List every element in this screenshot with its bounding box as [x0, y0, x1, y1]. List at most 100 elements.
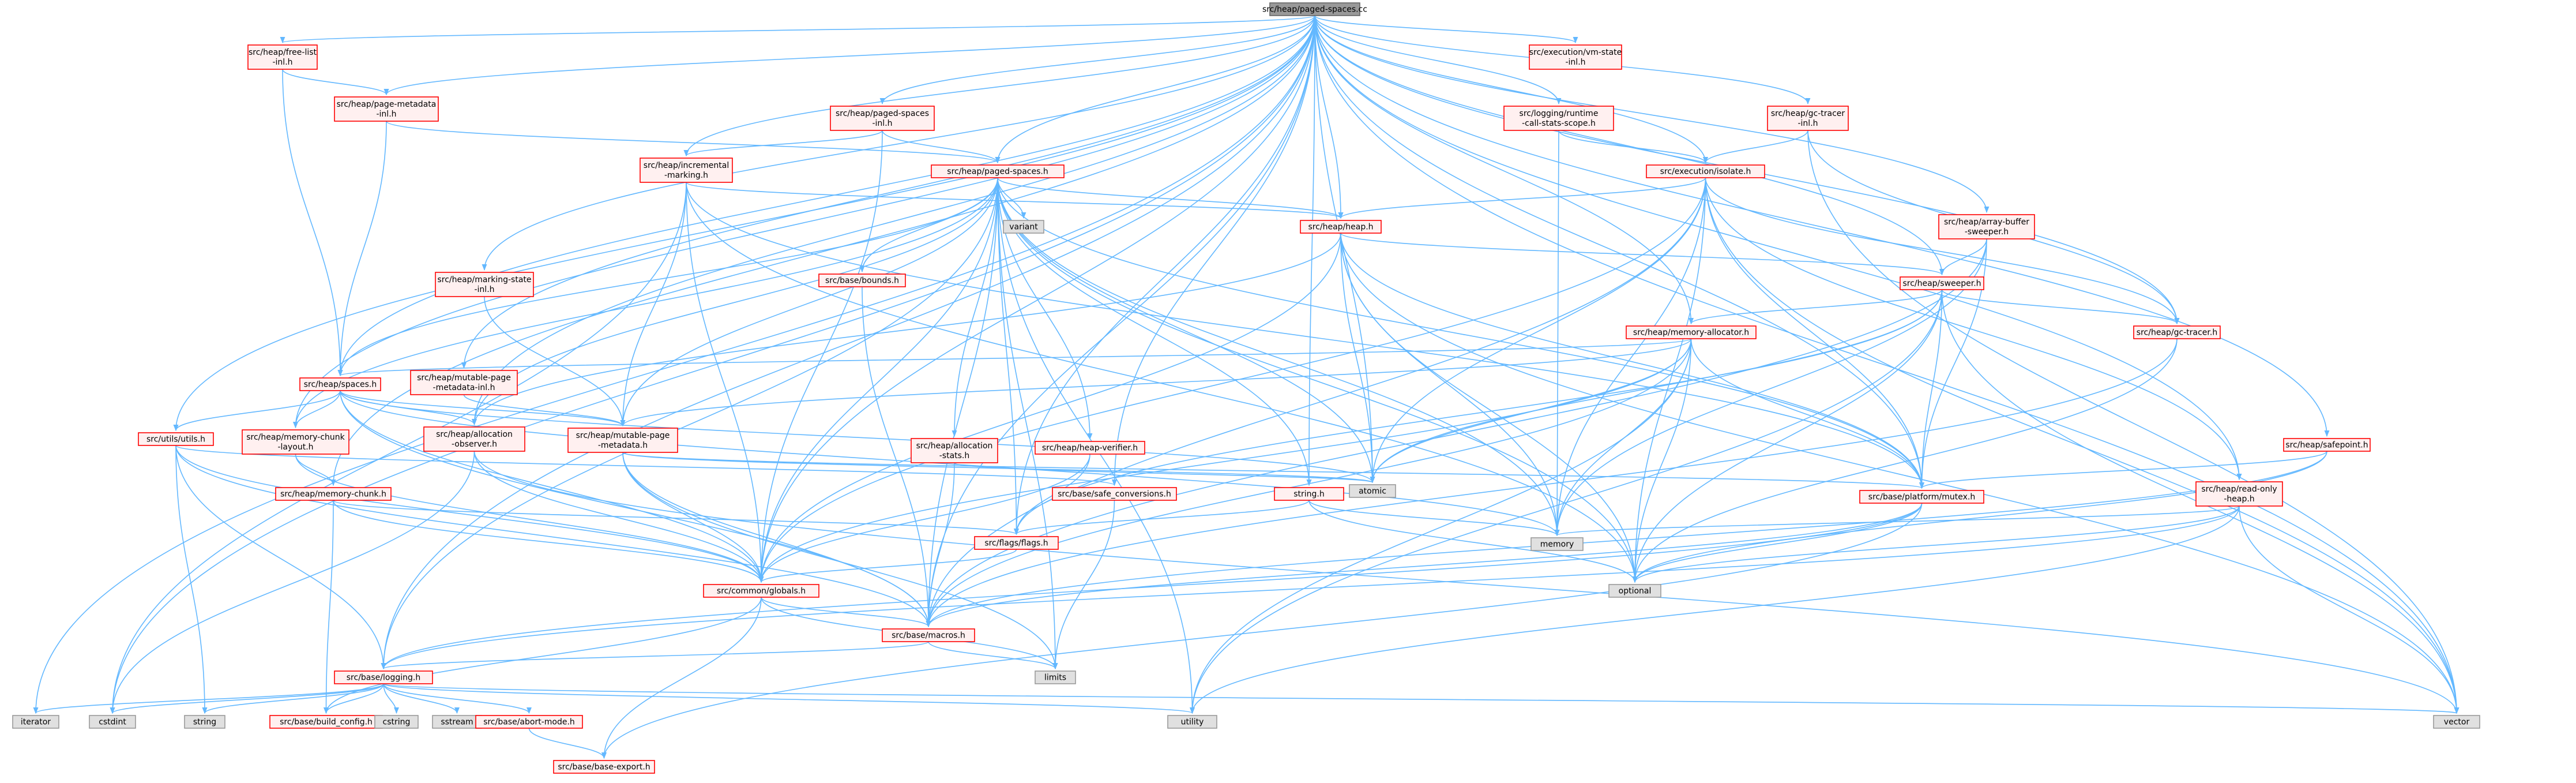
node-box-heap_h[interactable]	[1300, 220, 1382, 234]
node-box-mutable_page_meta_inl[interactable]	[410, 370, 518, 395]
node-box-pagedspaces_h[interactable]	[931, 164, 1065, 178]
node-memory[interactable]: memory	[1530, 537, 1584, 551]
edge-mutable_page_meta-to-macros	[622, 452, 931, 628]
node-macros[interactable]: src/base/macros.h	[882, 628, 975, 642]
node-pagemeta_inl[interactable]: src/heap/page-metadata-inl.h	[334, 96, 439, 122]
node-abort_mode[interactable]: src/base/abort-mode.h	[475, 715, 583, 729]
node-cstring[interactable]: cstring	[374, 715, 419, 729]
node-string_h[interactable]: string.h	[1274, 487, 1344, 501]
node-marking_state_inl[interactable]: src/heap/marking-state-inl.h	[435, 272, 534, 297]
node-globals[interactable]: src/common/globals.h	[703, 584, 819, 598]
node-sstream[interactable]: sstream	[432, 715, 482, 729]
node-spaces[interactable]: src/heap/spaces.h	[299, 377, 381, 391]
node-utils[interactable]: src/utils/utils.h	[138, 432, 214, 446]
node-box-string_h[interactable]	[1274, 487, 1344, 501]
node-freelist_inl[interactable]: src/heap/free-list-inl.h	[247, 44, 318, 70]
node-heap_h[interactable]: src/heap/heap.h	[1300, 220, 1382, 234]
node-allocation_stats[interactable]: src/heap/allocation-stats.h	[911, 438, 998, 463]
node-box-platform_mutex[interactable]	[1859, 490, 1984, 504]
node-box-iterator[interactable]	[12, 715, 59, 729]
node-cstdint[interactable]: cstdint	[89, 715, 136, 729]
node-flags[interactable]: src/flags/flags.h	[974, 536, 1059, 550]
node-box-optional[interactable]	[1608, 584, 1661, 598]
node-box-pagedspaces_inl[interactable]	[830, 106, 935, 131]
node-heap_verifier[interactable]: src/heap/heap-verifier.h	[1035, 441, 1145, 455]
node-limits[interactable]: limits	[1035, 670, 1076, 684]
node-sweeper[interactable]: src/heap/sweeper.h	[1900, 276, 1984, 290]
node-variant[interactable]: variant	[1003, 220, 1044, 234]
node-box-marking_state_inl[interactable]	[435, 272, 534, 297]
node-logging[interactable]: src/base/logging.h	[334, 670, 433, 684]
node-vmstate_inl[interactable]: src/execution/vm-state-inl.h	[1529, 44, 1622, 70]
node-box-runtime_call_stats[interactable]	[1503, 106, 1614, 131]
node-box-spaces[interactable]	[299, 377, 381, 391]
node-box-gc_tracer[interactable]	[2133, 325, 2221, 339]
node-box-cstdint[interactable]	[89, 715, 136, 729]
edge-spaces-to-allocation_observer	[340, 390, 477, 426]
node-gctracer_inl[interactable]: src/heap/gc-tracer-inl.h	[1767, 106, 1849, 131]
node-string[interactable]: string	[184, 715, 225, 729]
node-build_config[interactable]: src/base/build_config.h	[269, 715, 383, 729]
node-box-memory[interactable]	[1530, 537, 1584, 551]
node-box-freelist_inl[interactable]	[247, 44, 318, 70]
node-bounds[interactable]: src/base/bounds.h	[818, 274, 906, 287]
node-runtime_call_stats[interactable]: src/logging/runtime-call-stats-scope.h	[1503, 106, 1614, 131]
node-utility[interactable]: utility	[1167, 715, 1217, 729]
node-iterator[interactable]: iterator	[12, 715, 59, 729]
node-gc_tracer[interactable]: src/heap/gc-tracer.h	[2133, 325, 2221, 339]
node-incremental_marking[interactable]: src/heap/incremental-marking.h	[640, 158, 733, 183]
node-box-sweeper[interactable]	[1900, 276, 1984, 290]
node-read_only_heap[interactable]: src/heap/read-only-heap.h	[2195, 481, 2283, 507]
node-box-allocation_stats[interactable]	[911, 438, 998, 463]
node-box-limits[interactable]	[1035, 670, 1076, 684]
node-box-globals[interactable]	[703, 584, 819, 598]
node-box-gctracer_inl[interactable]	[1767, 106, 1849, 131]
node-box-atomic[interactable]	[1349, 484, 1396, 498]
node-box-array_buffer_sweeper[interactable]	[1938, 214, 2035, 239]
node-box-abort_mode[interactable]	[475, 715, 583, 729]
node-pagedspaces_h[interactable]: src/heap/paged-spaces.h	[931, 164, 1065, 178]
node-box-incremental_marking[interactable]	[640, 158, 733, 183]
node-mutable_page_meta[interactable]: src/heap/mutable-page-metadata.h	[567, 428, 678, 453]
node-allocation_observer[interactable]: src/heap/allocation-observer.h	[423, 426, 525, 452]
node-safepoint[interactable]: src/heap/safepoint.h	[2283, 438, 2371, 452]
node-box-macros[interactable]	[882, 628, 975, 642]
node-box-read_only_heap[interactable]	[2195, 481, 2283, 507]
node-box-memory_chunk[interactable]	[275, 487, 392, 501]
node-safe_conversions[interactable]: src/base/safe_conversions.h	[1052, 487, 1177, 501]
node-mutable_page_meta_inl[interactable]: src/heap/mutable-page-metadata-inl.h	[410, 370, 518, 395]
node-box-string[interactable]	[184, 715, 225, 729]
node-box-isolate[interactable]	[1646, 164, 1765, 178]
node-box-mutable_page_meta[interactable]	[567, 428, 678, 453]
node-box-bounds[interactable]	[818, 274, 906, 287]
node-base_export[interactable]: src/base/base-export.h	[553, 760, 655, 774]
node-box-vmstate_inl[interactable]	[1529, 44, 1622, 70]
node-platform_mutex[interactable]: src/base/platform/mutex.h	[1859, 490, 1984, 504]
node-box-root[interactable]	[1269, 2, 1360, 16]
node-memory_chunk[interactable]: src/heap/memory-chunk.h	[275, 487, 392, 501]
node-box-flags[interactable]	[974, 536, 1059, 550]
node-box-base_export[interactable]	[553, 760, 655, 774]
node-box-variant[interactable]	[1003, 220, 1044, 234]
node-atomic[interactable]: atomic	[1349, 484, 1396, 498]
node-box-cstring[interactable]	[374, 715, 419, 729]
node-box-safepoint[interactable]	[2283, 438, 2371, 452]
node-box-pagemeta_inl[interactable]	[334, 96, 439, 122]
node-box-utility[interactable]	[1167, 715, 1217, 729]
node-root[interactable]: src/heap/paged-spaces.cc	[1262, 2, 1367, 16]
node-box-allocation_observer[interactable]	[423, 426, 525, 452]
node-box-utils[interactable]	[138, 432, 214, 446]
node-vector[interactable]: vector	[2433, 715, 2480, 729]
node-memory_allocator[interactable]: src/heap/memory-allocator.h	[1626, 325, 1757, 339]
node-memory_chunk_layout[interactable]: src/heap/memory-chunk-layout.h	[242, 429, 349, 455]
node-box-logging[interactable]	[334, 670, 433, 684]
node-box-memory_allocator[interactable]	[1626, 325, 1757, 339]
node-optional[interactable]: optional	[1608, 584, 1661, 598]
node-pagedspaces_inl[interactable]: src/heap/paged-spaces-inl.h	[830, 106, 935, 131]
node-isolate[interactable]: src/execution/isolate.h	[1646, 164, 1765, 178]
node-box-safe_conversions[interactable]	[1052, 487, 1177, 501]
node-array_buffer_sweeper[interactable]: src/heap/array-buffer-sweeper.h	[1938, 214, 2035, 239]
node-box-heap_verifier[interactable]	[1035, 441, 1145, 455]
node-box-vector[interactable]	[2433, 715, 2480, 729]
node-box-memory_chunk_layout[interactable]	[242, 429, 349, 455]
